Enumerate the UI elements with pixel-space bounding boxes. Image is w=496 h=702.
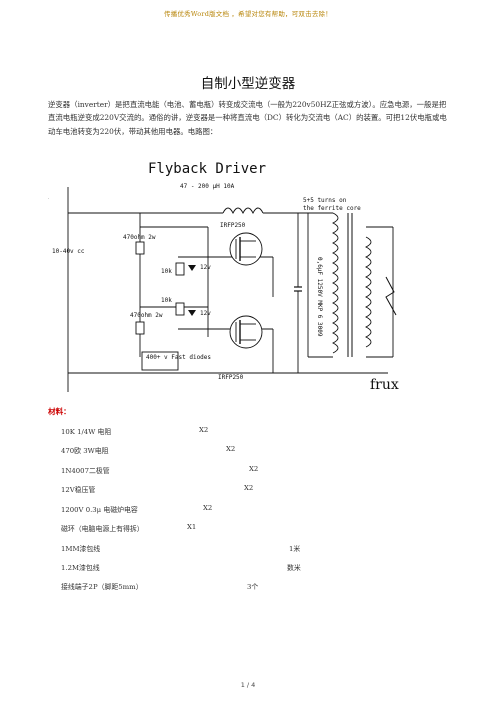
mosfet-top xyxy=(229,232,263,266)
mosfet-bottom-label: IRFP250 xyxy=(218,374,244,381)
document-title: 自制小型逆变器 xyxy=(200,76,296,92)
capacitor xyxy=(294,213,302,373)
mosfet-bottom xyxy=(229,315,263,349)
document-banner: 传播优秀Word版文档 ，希望对您有帮助，可双击去除！ xyxy=(164,10,332,18)
page-number: 1 / 4 xyxy=(240,681,256,689)
material-item: 1N4007二极管 X2 xyxy=(61,465,259,475)
secondary-winding xyxy=(364,236,372,348)
materials-heading: 材料： xyxy=(48,407,71,416)
core-label: the ferrite core xyxy=(303,205,361,212)
turns-label: 5+5 turns on xyxy=(303,197,347,204)
svg-text:400+ v Fast diodes: 400+ v Fast diodes xyxy=(146,354,211,361)
r-bottom-label: 470ohm 2w xyxy=(130,312,163,319)
material-item: 磁环（电脑电源上有得拆） X1 xyxy=(61,523,197,533)
zener-diode-b xyxy=(188,310,196,316)
zener-b-label: 12v xyxy=(200,310,211,317)
signature: frux xyxy=(370,377,399,392)
material-item: 12V稳压管 X2 xyxy=(61,484,254,494)
r10k-b-label: 10k xyxy=(161,297,172,304)
diagram-title: Flyback Driver xyxy=(148,161,266,177)
zener-a-label: 12v xyxy=(200,264,211,271)
arc-spark-icon xyxy=(385,276,397,316)
fast-diodes-box: 400+ v Fast diodes xyxy=(141,351,211,371)
capacitor-label: 0,6μF 1250V MKP 6 3009 xyxy=(316,257,323,337)
resistor-10k-a xyxy=(175,262,185,276)
zener-diode-a xyxy=(188,265,196,271)
material-item: 1200V 0.3μ 电磁炉电容 X2 xyxy=(61,504,213,514)
material-item: 1.2M漆包线 数米 xyxy=(61,564,301,572)
r-top-label: 470ohm 2w xyxy=(123,234,156,241)
resistor-470-bottom xyxy=(135,321,145,335)
primary-winding xyxy=(331,212,339,354)
minus-label: - xyxy=(48,366,49,373)
circuit-diagram: Flyback Driver 47 - 200 μH 10A 5+5 turns… xyxy=(48,157,408,392)
resistor-10k-b xyxy=(175,302,185,316)
resistor-470-top xyxy=(135,241,145,255)
mosfet-top-label: IRFP250 xyxy=(220,222,246,229)
circuit-wires xyxy=(67,187,388,392)
fast-diodes-label: 400+ v Fast diodes xyxy=(146,354,211,361)
supply-label: 10-40v cc xyxy=(52,248,85,255)
material-item: 10K 1/4W 电阻 X2 xyxy=(61,426,209,436)
material-item: 1MM漆包线 1米 xyxy=(61,545,301,553)
material-item: 接线端子2P（脚距5mm） 3个 xyxy=(61,583,259,591)
intro-paragraph: 逆变器（inverter）是把直流电能（电池、蓄电瓶）转变成交流电（一般为220… xyxy=(48,100,447,136)
r10k-a-label: 10k xyxy=(161,268,172,275)
inductor-label: 47 - 200 μH 10A xyxy=(180,183,235,190)
material-item: 470欧 3W电阻 X2 xyxy=(61,445,236,455)
plus-label: + xyxy=(48,196,49,203)
